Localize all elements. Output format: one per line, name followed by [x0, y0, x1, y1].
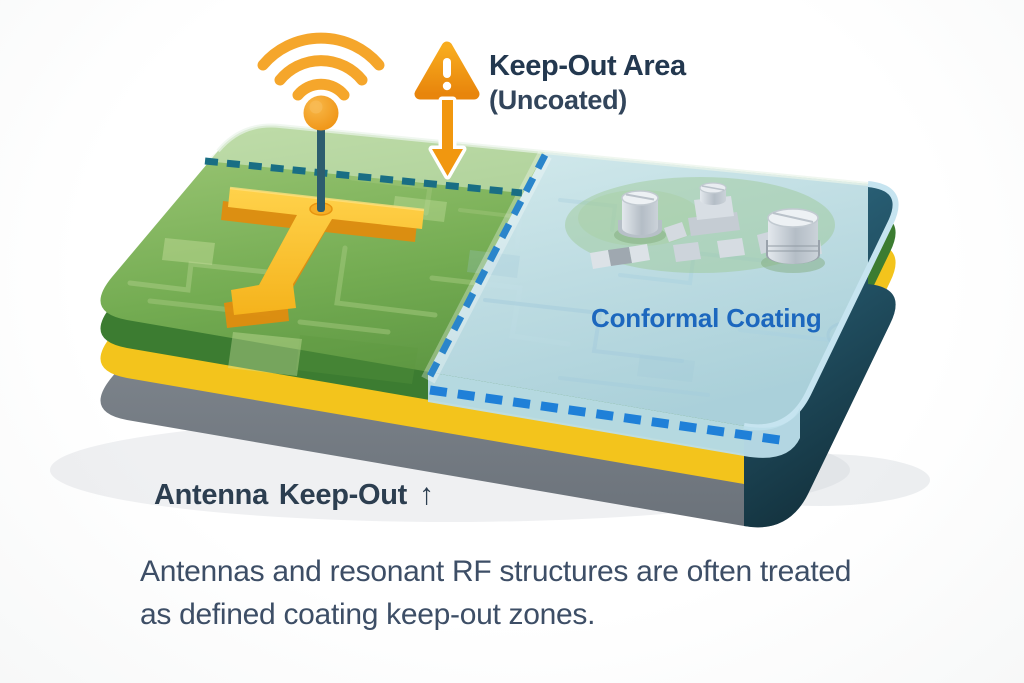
warning-triangle-icon: [411, 38, 483, 103]
keepout-word: Keep-Out: [278, 479, 408, 511]
coating-edge-rim: [743, 181, 899, 431]
caption-text: Antennas and resonant RF structures are …: [140, 550, 852, 636]
resistor-icon: [590, 244, 650, 269]
down-arrow-icon: [428, 96, 467, 180]
uncoated-subtitle: (Uncoated): [489, 85, 627, 115]
chip-pad: [673, 242, 701, 262]
keepout-boundary-front-dash: [429, 385, 781, 445]
up-arrow-glyph: ↑: [419, 478, 434, 511]
caption-line-1: Antennas and resonant RF structures are …: [140, 555, 852, 588]
board-top-rim: [216, 123, 869, 186]
coating-top-strip: [205, 125, 545, 193]
ic-chip-icon: [688, 182, 740, 236]
antenna-trace: [221, 186, 425, 328]
antenna-ball: [303, 95, 339, 131]
capacitor-icon: [761, 208, 825, 273]
chip-pad: [717, 238, 745, 258]
coating-front-band: [428, 372, 800, 458]
capacitor-icon: [614, 190, 666, 244]
chip-pad: [664, 222, 687, 242]
antenna-mast: [303, 95, 339, 216]
caption-line-2: as defined coating keep-out zones.: [140, 598, 596, 631]
antenna-word: Antenna: [154, 479, 268, 511]
exclamation-mark: [442, 58, 452, 91]
smd-components: [565, 177, 835, 273]
wifi-signal-icon: [257, 32, 385, 101]
keep-out-area-title: Keep-Out Area: [489, 50, 686, 82]
conformal-coating-label: Conformal Coating: [591, 303, 822, 333]
antenna-keepout-label: Antenna Keep-Out ↑: [154, 478, 434, 512]
keepout-boundary-diagonal-dash: [424, 153, 549, 382]
keepout-boundary-top-dash: [204, 157, 523, 197]
